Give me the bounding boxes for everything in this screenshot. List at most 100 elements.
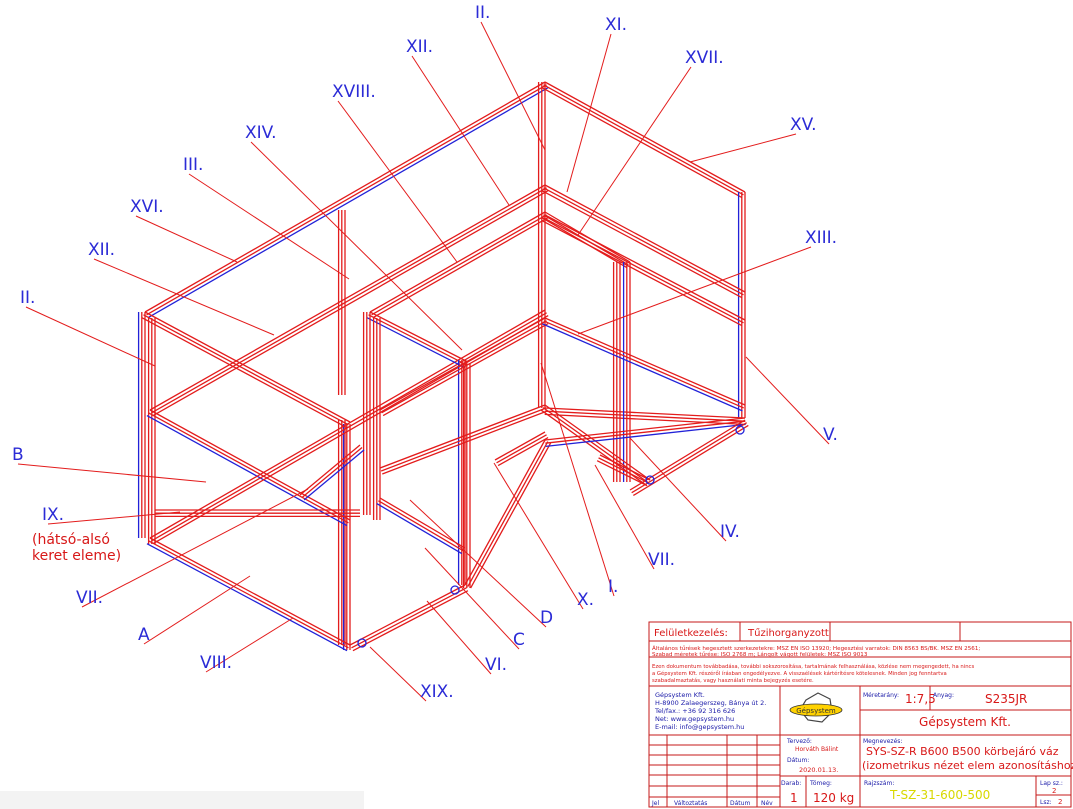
- name-label: Megnevezés:: [863, 738, 902, 745]
- callout-label-c13: V.: [823, 425, 838, 445]
- rev-col-mark: Jel: [651, 800, 659, 807]
- beam-rail-right-upper: [541, 214, 746, 327]
- qty-label: Darab:: [781, 780, 801, 787]
- surface-label: Felületkezelés:: [654, 627, 728, 639]
- callout-label-c21: A: [138, 625, 150, 645]
- beam-mid-rail-right: [541, 184, 746, 299]
- rev-col-name: Név: [761, 800, 773, 807]
- beam-post-left-front-outer: [137, 312, 146, 538]
- callout-leader-c4: [577, 66, 692, 236]
- sheet-label: Lap sz.:: [1040, 780, 1063, 787]
- callout-leader-c13: [745, 356, 830, 445]
- callout-leader-c21: [143, 575, 251, 645]
- name-line2: (izometrikus nézet elem azonosításhoz): [862, 759, 1073, 772]
- date-label: Dátum:: [787, 757, 809, 764]
- callout-label-c22: D: [540, 608, 553, 628]
- qty-value: 1: [790, 791, 798, 805]
- callout-note-line1: (hátsó-alsó: [32, 532, 110, 548]
- beam-floor-inner-rail: [464, 439, 552, 589]
- scale-value: 1:7,5: [905, 692, 936, 706]
- beam-floor-back-rail: [544, 417, 746, 448]
- company-net: Net: www.gepsystem.hu: [655, 715, 734, 723]
- callout-label-c10: XIII.: [805, 228, 837, 248]
- callout-leader-c20: [540, 362, 615, 597]
- beam-floor-cross-b: [299, 444, 365, 501]
- callout-label-c24: VIII.: [200, 653, 232, 673]
- general-tolerance: Általános tűrések hegesztett szerkezetek…: [652, 645, 980, 652]
- callout-label-c23: C: [513, 630, 525, 650]
- callout-label-c26: XIX.: [420, 682, 454, 702]
- title-block: [648, 621, 1072, 808]
- beam-post-left-front-inner: [147, 318, 156, 544]
- material-label: Anyag:: [933, 692, 954, 699]
- callout-leader-c12: [25, 306, 156, 367]
- company-logo: Gépsystem: [789, 692, 843, 723]
- callout-label-c1: II.: [475, 3, 490, 23]
- steel-frame: [137, 81, 749, 652]
- beam-floor-cross-d: [596, 454, 651, 487]
- callout-label-c14: B: [12, 445, 24, 465]
- callout-leader-c10: [577, 246, 812, 335]
- callout-leader-c17: [594, 464, 655, 570]
- callout-leader-c19: [493, 462, 584, 610]
- callout-group: II.XI.XII.XVII.XVIII.XV.XIV.III.XVI.XIII…: [12, 3, 838, 702]
- callout-leader-c6: [689, 133, 797, 163]
- beam-inner-post-front: [362, 312, 371, 515]
- callout-label-c16: IX.: [42, 505, 64, 525]
- caster-wheel-3: [645, 475, 655, 485]
- callout-note-line2: keret eleme): [32, 548, 121, 564]
- callout-label-c6: XV.: [790, 115, 817, 135]
- callout-label-c5: XVIII.: [332, 82, 376, 102]
- company-email: E-mail: info@gepsystem.hu: [655, 723, 744, 731]
- callout-label-c15: IV.: [720, 522, 740, 542]
- beam-top-rim-front: [141, 311, 351, 429]
- rev-col-change: Változtatás: [674, 800, 707, 807]
- callout-label-c8: III.: [183, 155, 203, 175]
- callout-leader-c9: [135, 215, 238, 263]
- beam-inner-post-back-right: [622, 262, 631, 482]
- drawing-no-label: Rajzszám:: [864, 780, 894, 787]
- mass-value: 120 kg: [813, 791, 854, 805]
- beam-floor-cross-c: [494, 431, 549, 467]
- copyright-line2: a Gépsystem Kft. részéről írásban engedé…: [652, 670, 947, 677]
- caster-wheel-1: [357, 638, 367, 648]
- callout-label-c18: VII.: [76, 588, 103, 608]
- callout-leader-c8: [188, 173, 350, 280]
- callout-label-c3: XII.: [406, 37, 433, 57]
- material-value: S235JR: [985, 692, 1027, 706]
- surface-value: Tűzihorganyzott: [747, 627, 829, 639]
- beam-inner-mid-rail-right: [542, 317, 746, 412]
- callout-leader-c1: [480, 21, 546, 151]
- beam-mid-rail-front: [146, 409, 351, 527]
- beam-inner-bottom-rail: [379, 404, 548, 475]
- company-name: Gépsystem Kft.: [655, 691, 705, 699]
- callout-leader-c3: [411, 55, 510, 206]
- beam-inner-top-left: [369, 211, 549, 319]
- callout-label-c11: XII.: [88, 240, 115, 260]
- callout-label-c20: I.: [608, 577, 618, 597]
- callout-label-c17: VII.: [648, 550, 675, 570]
- beam-floor-cross-a: [155, 509, 360, 518]
- logo-text: Gépsystem: [796, 707, 836, 715]
- beam-inner-top-right: [541, 211, 631, 269]
- beam-inner-post-front-2: [372, 318, 381, 520]
- callout-leader-c26: [369, 646, 427, 702]
- caster-wheel-4: [735, 425, 745, 435]
- callout-leader-c5: [337, 100, 458, 263]
- copyright-line3: szabadalmaztatás, vagy használati minta …: [652, 677, 814, 684]
- company-tel: Tel/fax.: +36 92 316 626: [654, 707, 735, 715]
- callout-leader-c16: [47, 511, 181, 525]
- scale-label: Méretarány:: [863, 692, 899, 699]
- callout-leader-c23: [424, 547, 520, 650]
- beam-floor-front-rail: [349, 584, 469, 652]
- status-strip: [0, 791, 364, 809]
- callout-label-c9: XVI.: [130, 197, 164, 217]
- beam-post-back-corner: [537, 82, 546, 408]
- beam-bottom-rail-front: [146, 537, 351, 652]
- rev-col-date: Dátum: [730, 800, 750, 807]
- callout-leader-c24: [205, 617, 294, 673]
- beam-mid-rail-left: [149, 184, 549, 417]
- mass-label: Tömeg:: [809, 780, 832, 787]
- sheets-label: Lsz:: [1040, 799, 1052, 806]
